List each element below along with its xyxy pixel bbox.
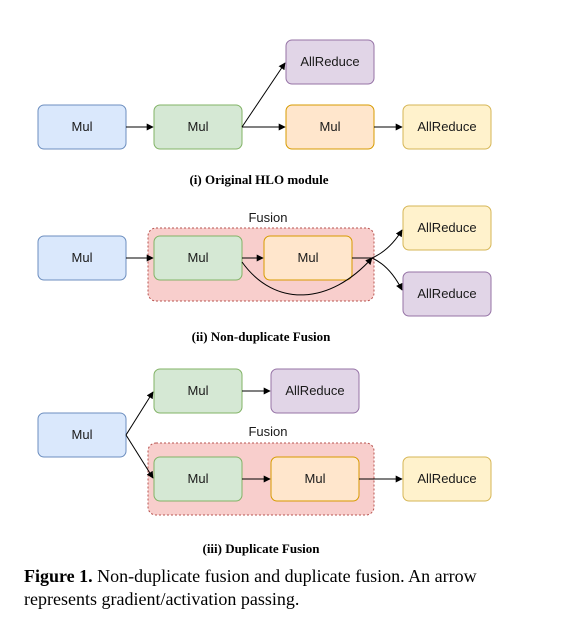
- figure-number: Figure 1.: [24, 566, 93, 586]
- node-allreduce-yellow: [402, 456, 492, 502]
- node-allreduce-yellow: [402, 104, 492, 150]
- fusion-label: Fusion: [248, 210, 287, 225]
- node-mul-blue-label: Mul: [72, 119, 93, 134]
- node-allreduce-purple-label: AllReduce: [300, 54, 359, 69]
- figure-caption-text: Non-duplicate fusion and duplicate fusio…: [24, 566, 477, 609]
- edge-green-to-junction-curve: [241, 257, 373, 296]
- node-allreduce-purple-label: AllReduce: [285, 383, 344, 398]
- figure-caption: Figure 1. Non-duplicate fusion and dupli…: [24, 565, 544, 611]
- node-allreduce-yellow: [402, 205, 492, 251]
- node-mul-green-label: Mul: [188, 250, 209, 265]
- edge-blue-to-green-fused: [125, 434, 154, 479]
- node-mul-blue-label: Mul: [72, 427, 93, 442]
- edge-green-to-purple: [241, 62, 286, 128]
- edge-junction-to-purple: [371, 257, 403, 291]
- node-allreduce-purple: [402, 271, 492, 317]
- node-allreduce-purple-label: AllReduce: [417, 286, 476, 301]
- fusion-label: Fusion: [248, 424, 287, 439]
- panel-original-hlo: Mul Mul AllReduce Mul AllReduce (i) Orig…: [37, 39, 492, 187]
- panel-caption: (iii) Duplicate Fusion: [202, 541, 320, 556]
- node-mul-blue-label: Mul: [72, 250, 93, 265]
- panel-non-duplicate-fusion: Fusion Mul Mul Mul AllReduce AllReduce (…: [37, 205, 492, 344]
- node-mul-green-label: Mul: [188, 119, 209, 134]
- panel-duplicate-fusion: Fusion Mul Mul AllReduce Mul Mul AllRedu…: [37, 368, 492, 556]
- panel-caption: (ii) Non-duplicate Fusion: [192, 329, 331, 344]
- edge-blue-to-green-top: [125, 391, 154, 436]
- edge-junction-to-yellow: [371, 229, 403, 259]
- node-allreduce-purple: [285, 39, 375, 85]
- node-allreduce-yellow-label: AllReduce: [417, 471, 476, 486]
- node-mul-green-fused-label: Mul: [188, 471, 209, 486]
- node-allreduce-yellow-label: AllReduce: [417, 220, 476, 235]
- panel-caption: (i) Original HLO module: [189, 172, 328, 187]
- node-mul-orange-label: Mul: [305, 471, 326, 486]
- node-mul-green-top-label: Mul: [188, 383, 209, 398]
- node-allreduce-purple: [270, 368, 360, 414]
- node-mul-orange-label: Mul: [320, 119, 341, 134]
- node-mul-orange-label: Mul: [298, 250, 319, 265]
- node-allreduce-yellow-label: AllReduce: [417, 119, 476, 134]
